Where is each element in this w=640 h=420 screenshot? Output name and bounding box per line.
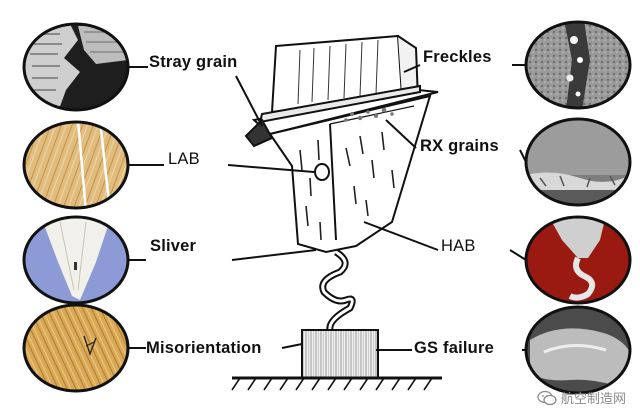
watermark: 航空制造网 [537,388,626,407]
leader-lines [128,64,527,351]
stray-grain-micrograph [22,22,130,112]
label-lab: LAB [168,150,200,168]
gs-failure-micrograph [524,305,632,395]
hab-micrograph [524,215,632,305]
wechat-icon [537,390,557,405]
watermark-text: 航空制造网 [560,392,626,407]
label-rx-grains: RX grains [420,137,499,155]
freckles-micrograph [524,20,632,110]
label-hab: HAB [441,237,476,255]
label-gs-failure: GS failure [414,339,494,357]
sliver-micrograph [22,215,130,305]
label-misorientation: Misorientation [146,339,262,357]
misorientation-micrograph [22,303,130,393]
label-stray-grain: Stray grain [149,53,238,71]
turbine-blade-drawing [231,34,442,391]
label-sliver: Sliver [150,237,197,255]
lab-micrograph [22,120,130,210]
label-freckles: Freckles [423,48,492,66]
rx-grains-micrograph [524,117,632,207]
